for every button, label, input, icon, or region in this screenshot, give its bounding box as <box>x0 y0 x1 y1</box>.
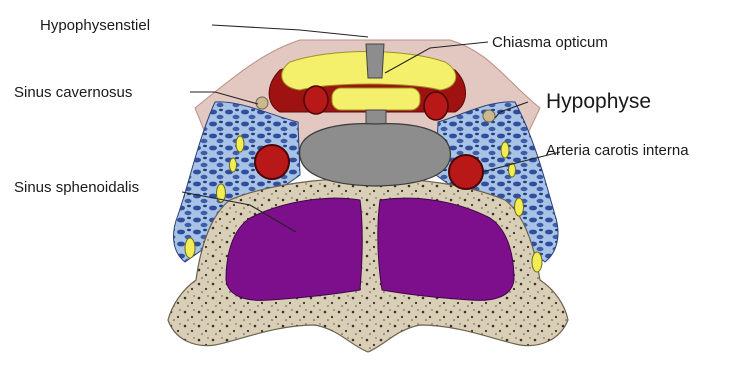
nerve-right-3 <box>515 198 524 216</box>
label-hypophysenstiel: Hypophysenstiel <box>40 17 150 34</box>
leader-hypophysenstiel <box>212 25 368 37</box>
label-chiasma-opticum: Chiasma opticum <box>492 34 608 51</box>
hypophyse-gland <box>300 124 451 186</box>
clinoid-right <box>483 110 495 122</box>
nerve-right-1 <box>501 142 509 158</box>
nerve-left-4 <box>185 238 195 258</box>
label-sinus-cavernosus: Sinus cavernosus <box>14 84 132 101</box>
label-sinus-sphenoidalis: Sinus sphenoidalis <box>14 179 139 196</box>
carotid-artery-right <box>449 155 483 189</box>
label-hypophyse: Hypophyse <box>546 90 651 113</box>
label-arteria-carotis-interna: Arteria carotis interna <box>546 142 689 159</box>
clinoid-left <box>256 97 268 109</box>
nerve-left-2 <box>230 158 237 172</box>
pituitary-stalk <box>366 44 384 78</box>
nerve-right-4 <box>532 252 542 272</box>
nerve-left-1 <box>236 136 244 152</box>
vessel-upper-right <box>424 92 448 120</box>
vessel-upper-left <box>304 86 328 114</box>
carotid-artery-left <box>255 145 289 179</box>
optic-tract-band <box>332 88 420 110</box>
